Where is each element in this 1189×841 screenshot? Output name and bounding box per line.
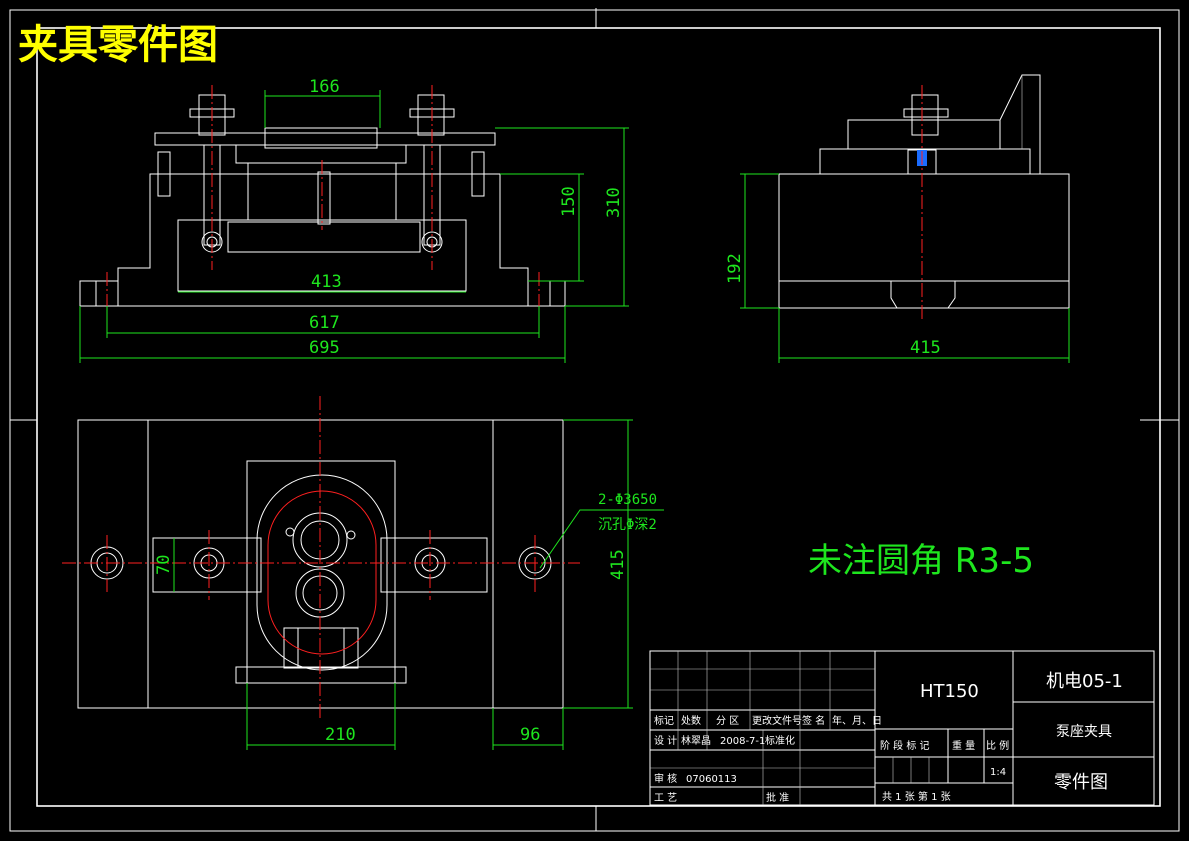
tb-hdr-zone: 分 区 [716,715,739,727]
dim-210: 210 [325,725,356,745]
hole-callout-line2: 沉孔Φ深2 [598,517,657,533]
sheet-frame [9,8,1180,832]
dim-70: 70 [154,555,174,575]
tb-standard-label: 标准化 [765,734,795,747]
dim-695: 695 [309,338,340,358]
tb-material: HT150 [920,681,979,702]
top-dimensions: 70 415 210 96 2-Φ3650 沉孔Φ深2 [154,419,664,750]
tb-stage-label: 阶 段 标 记 [880,739,930,752]
tb-design-label: 设 计 [654,734,677,747]
tb-drawing-no: 机电05-1 [1046,671,1123,692]
front-view [79,85,566,320]
tb-scale-label: 比 例 [986,739,1009,752]
dim-617: 617 [309,313,340,333]
dim-96: 96 [520,725,540,745]
title-block: 标记 处数 分 区 更改文件号 签 名 年、月、日 设 计 林翠晶 2008-7… [649,650,1155,806]
side-view [778,74,1070,320]
tb-review-value: 07060113 [686,774,737,785]
dim-415-top: 415 [608,549,628,580]
side-dimensions: 192 415 [725,173,1070,363]
dim-415-side: 415 [910,338,941,358]
dim-150: 150 [559,186,579,217]
tb-scale: 1:4 [990,767,1006,778]
tb-approve-label: 批 准 [766,791,789,804]
tb-hdr-mark: 标记 [654,715,674,727]
dim-166: 166 [309,77,340,97]
tb-drawing-type: 零件图 [1054,772,1108,793]
tb-design-date: 2008-7-1 [720,736,765,747]
tb-part-name: 泵座夹具 [1056,724,1112,740]
tb-hdr-count: 处数 [681,714,701,727]
front-dimensions: 166 413 617 695 150 310 [79,77,629,363]
top-view [62,396,580,720]
tb-designer: 林翠晶 [681,734,711,747]
tb-process-label: 工 艺 [654,792,677,804]
dim-413: 413 [311,272,342,292]
tb-weight-label: 重 量 [952,739,975,752]
drawing-title: 夹具零件图 [18,21,218,68]
tb-hdr-sign: 签 名 [802,714,825,727]
tb-review-label: 审 核 [654,772,677,785]
dim-310: 310 [604,187,624,218]
general-note: 未注圆角 R3-5 [808,541,1034,581]
hole-callout-line1: 2-Φ3650 [598,492,657,508]
tb-hdr-date: 年、月、日 [832,714,882,727]
dim-192: 192 [725,253,745,284]
tb-sheet-info: 共 1 张 第 1 张 [882,790,951,803]
tb-hdr-docno: 更改文件号 [752,714,802,727]
